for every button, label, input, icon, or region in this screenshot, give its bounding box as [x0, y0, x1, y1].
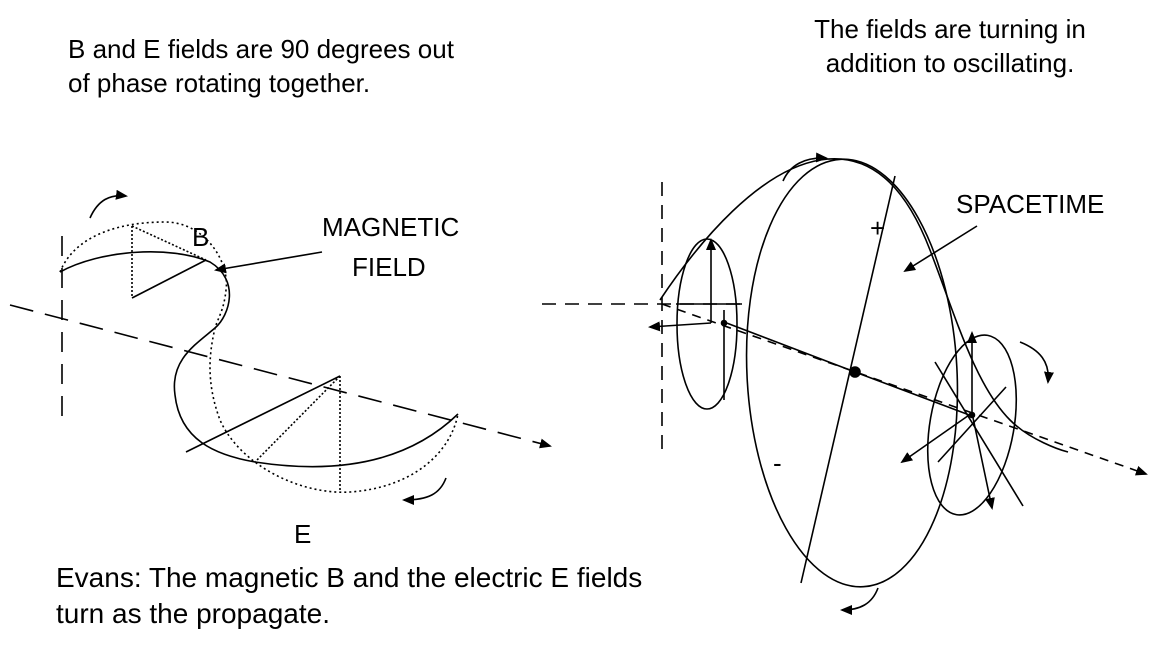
right-field-diagonal	[935, 362, 1023, 506]
left-rung-e	[186, 376, 340, 452]
right-propagation-axis	[662, 304, 1146, 474]
label-e: E	[294, 519, 311, 549]
right-rotation-arrow-bottom	[842, 588, 878, 610]
right-rotation-arrow-top	[783, 158, 826, 181]
left-propagation-axis	[10, 305, 550, 446]
left-field-center-dot	[722, 321, 727, 326]
label-spacetime: SPACETIME	[956, 189, 1104, 219]
left-rotation-arrow-bottom	[404, 478, 446, 500]
label-minus: -	[773, 448, 782, 478]
left-rotation-arrow-top	[90, 196, 126, 218]
left-field-left-line	[650, 323, 711, 327]
magnetic-field-pointer	[216, 252, 322, 270]
label-magnetic: MAGNETIC	[322, 212, 459, 242]
magnetic-wave-curve	[60, 252, 458, 467]
left-rung-b	[132, 260, 206, 298]
label-field: FIELD	[352, 252, 426, 282]
label-plus: +	[870, 213, 885, 243]
spoke-to-left-field-top	[724, 322, 855, 372]
spacetime-center-dot	[850, 367, 860, 377]
right-rotation-arrow-right	[1020, 342, 1048, 382]
left-rung-f	[255, 376, 340, 462]
left-wave-diagram	[10, 196, 550, 500]
right-spacetime-diagram	[542, 154, 1146, 610]
right-field-center-dot	[970, 413, 975, 418]
label-b: B	[192, 222, 209, 252]
spacetime-pointer	[905, 226, 977, 271]
right-field-down-left	[902, 413, 972, 462]
